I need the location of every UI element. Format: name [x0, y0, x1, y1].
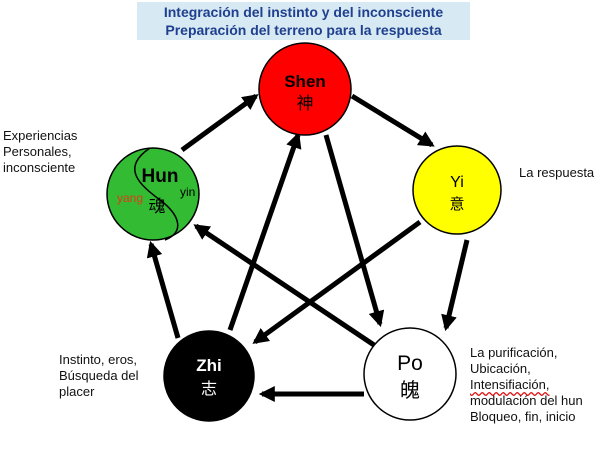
annotation-po-line: Bloqueo, fin, inicio: [470, 409, 576, 424]
annotation-po-misspelled-word: Intensifiación,: [470, 377, 550, 392]
shen-circle: [258, 42, 352, 136]
annotation-zhi-line: Instinto, eros,: [59, 352, 138, 367]
annotation-po-line: modulación del hun: [470, 393, 583, 408]
arrow-yi-to-zhi: [252, 219, 422, 345]
annotation-hun: Experiencias Personales, inconsciente: [3, 128, 77, 176]
po-circle: [363, 327, 457, 421]
shen-name: Shen: [284, 72, 326, 91]
annotation-zhi-line: placer: [59, 384, 95, 399]
node-shen: Shen 神: [258, 42, 352, 136]
yi-char: 意: [449, 195, 464, 213]
annotation-po-line: Ubicación,: [470, 361, 531, 376]
title-line-2: Preparación del terreno para la respuest…: [165, 22, 442, 38]
annotation-po-line: La purificación,: [470, 345, 558, 360]
zhi-circle: [163, 330, 255, 422]
arrow-hun-to-shen: [180, 93, 259, 153]
po-name: Po: [397, 352, 423, 375]
zhi-name: Zhi: [196, 356, 222, 375]
star-arrows: [193, 131, 422, 348]
zhi-char: 志: [201, 379, 217, 398]
arrow-shen-to-po: [323, 134, 385, 328]
hun-yin-label: yin: [180, 185, 195, 199]
annotation-yi: La respuesta: [519, 165, 594, 181]
yi-name: Yi: [450, 174, 464, 191]
po-char: 魄: [400, 378, 420, 402]
title-line-1: Integración del instinto y del inconscie…: [163, 4, 444, 20]
node-hun: Hun 魂 yang yin: [106, 147, 200, 241]
arrow-po-to-hun: [193, 223, 376, 348]
annotation-zhi-line: Búsqueda del: [59, 368, 139, 383]
hun-name: Hun: [142, 166, 179, 187]
diagram-title: Integración del instinto y del inconscie…: [137, 2, 470, 40]
arrow-yi-to-po: [441, 239, 470, 332]
annotation-hun-line: Experiencias: [3, 128, 78, 143]
cycle-arrows: [146, 93, 470, 403]
annotation-zhi: Instinto, eros, Búsqueda del placer: [59, 352, 139, 400]
hun-yang-label: yang: [117, 191, 143, 205]
annotation-hun-line: Personales,: [3, 144, 72, 159]
node-po: Po 魄: [363, 327, 457, 421]
node-zhi: Zhi 志: [163, 330, 255, 422]
arrow-zhi-to-hun: [146, 240, 181, 339]
annotation-yi-line: La respuesta: [519, 165, 595, 180]
annotation-po-line: Intensifiación,: [470, 377, 583, 393]
arrow-zhi-to-shen: [227, 131, 302, 331]
hun-char: 魂: [149, 197, 166, 217]
yi-circle: [412, 145, 502, 235]
annotation-po: La purificación, Ubicación, Intensifiaci…: [470, 345, 583, 425]
node-yi: Yi 意: [412, 145, 502, 235]
hun-yin-yang-divider: [134, 147, 179, 241]
arrow-shen-to-yi: [350, 93, 435, 148]
shen-char: 神: [297, 94, 314, 114]
annotation-hun-line: inconsciente: [3, 160, 76, 175]
